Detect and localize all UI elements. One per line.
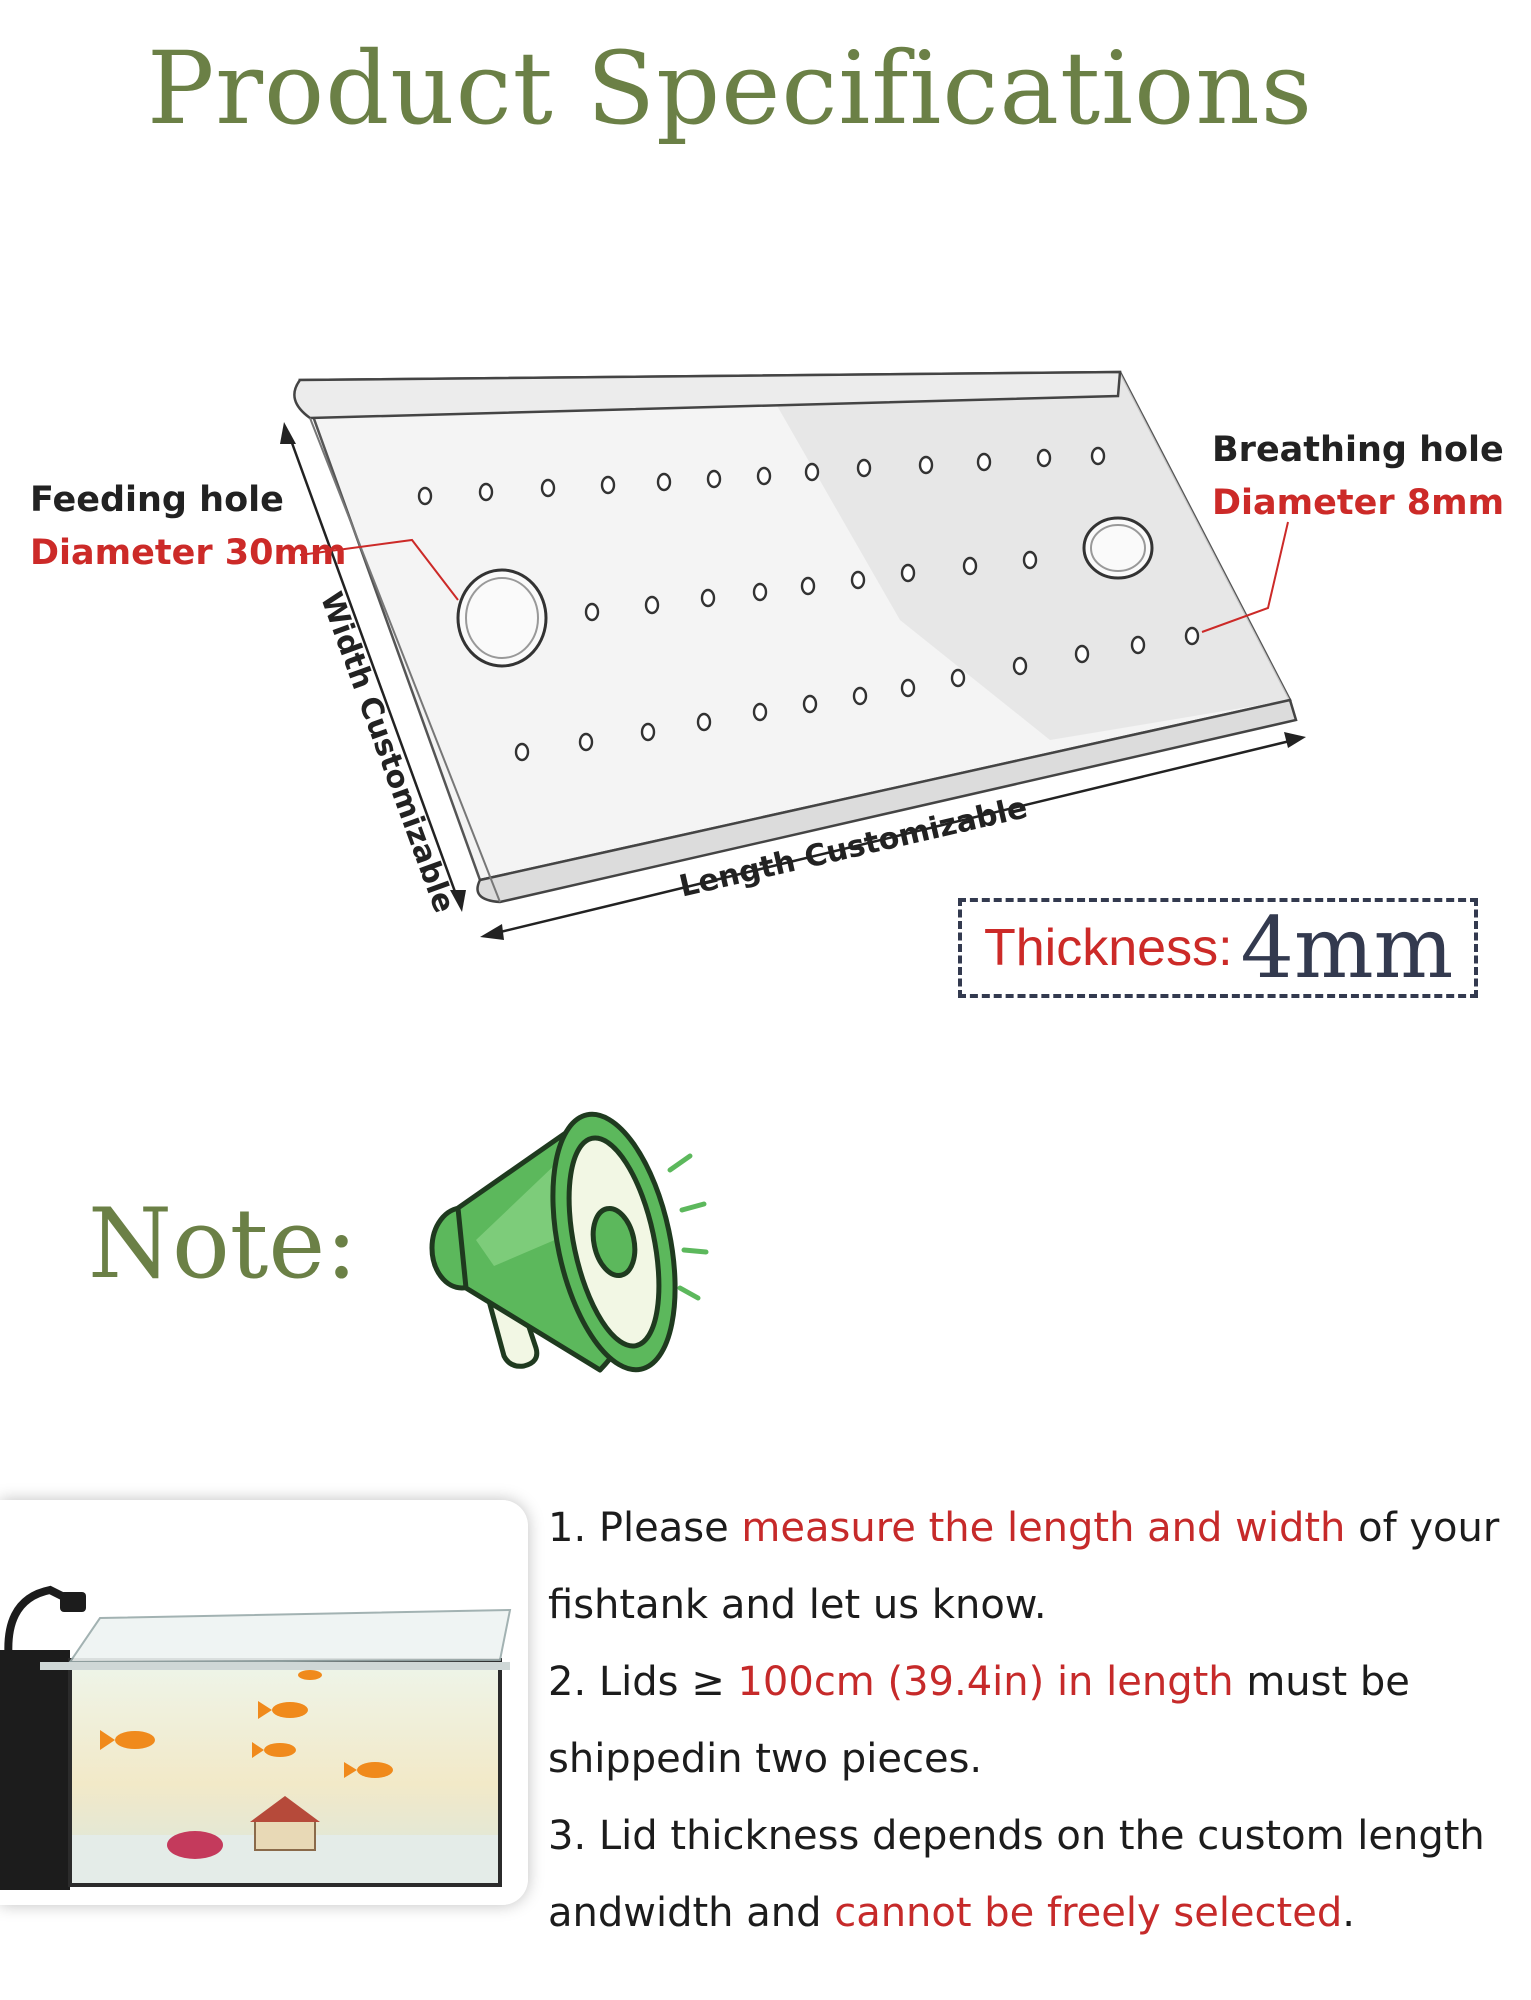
breathing-holes <box>417 446 1200 762</box>
megaphone-icon <box>429 1111 709 1373</box>
notes-list: 1. Please measure the length and width o… <box>548 1490 1518 1952</box>
thickness-value: 4mm <box>1240 899 1454 997</box>
breathing-hole-diameter: Diameter 8mm <box>1212 483 1505 523</box>
note-item-2: 2. Lids ≥ 100cm (39.4in) in length must … <box>548 1659 1410 1782</box>
feeding-leader <box>299 538 459 601</box>
feeding-holes <box>456 516 1154 668</box>
note-item-1: 1. Please measure the length and width o… <box>548 1505 1500 1628</box>
feeding-hole-title: Feeding hole <box>30 480 284 520</box>
thickness-box: Thickness: 4mm <box>958 898 1478 998</box>
lid-top-rim <box>293 370 1122 420</box>
page-title: Product Specifications <box>146 30 1314 147</box>
feeding-hole-diameter: Diameter 30mm <box>30 533 347 573</box>
note-label: Note: <box>88 1188 358 1300</box>
width-arrow <box>280 422 466 912</box>
breathing-hole-title: Breathing hole <box>1212 430 1504 470</box>
fish-tank-photo <box>0 1500 528 1905</box>
breathing-leader <box>1201 521 1289 633</box>
note-item-3: 3. Lid thickness depends on the custom l… <box>548 1813 1485 1936</box>
lid-bottom-rim <box>476 698 1298 904</box>
lid-diagram <box>280 370 1306 940</box>
thickness-label: Thickness: <box>984 919 1233 977</box>
length-arrow <box>480 732 1306 940</box>
